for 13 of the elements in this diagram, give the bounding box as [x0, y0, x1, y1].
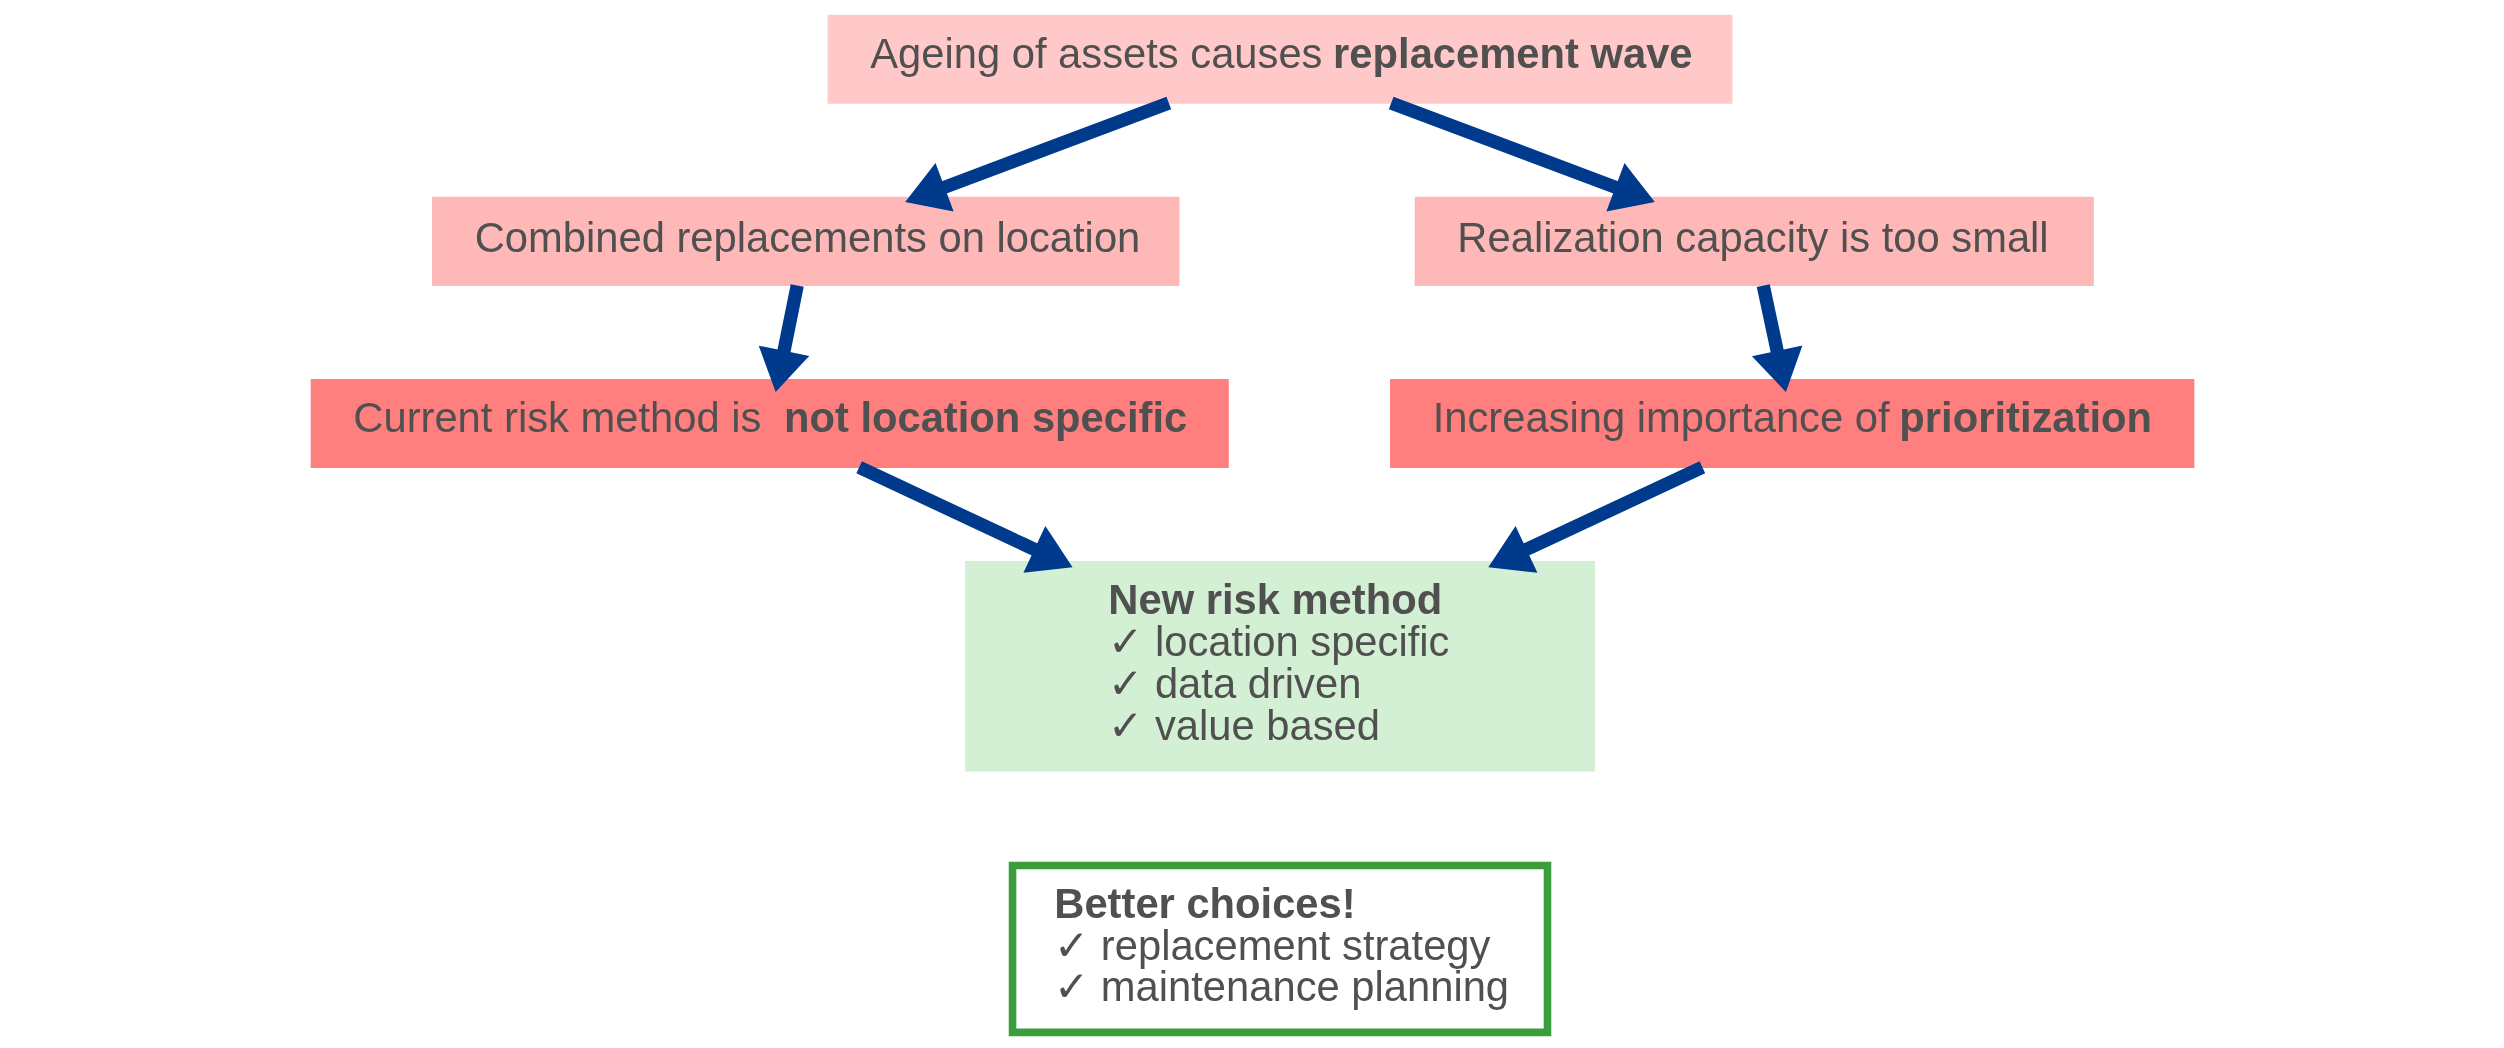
arrow: [1487, 461, 1705, 573]
node-box: New risk method ✓ location specific ✓ data driven ✓ value based: [964, 561, 1595, 772]
node-box: Better choices! ✓ replacement strategy ✓ maintenance planning: [1008, 861, 1551, 1037]
node-box: Current risk method is not location specific: [310, 378, 1229, 469]
arrow: [1751, 284, 1802, 393]
node-box: Realization capacity is too small: [1414, 196, 2094, 286]
node-box: Increasing importance of prioritization: [1389, 378, 2194, 469]
arrow: [904, 96, 1171, 212]
arrow: [758, 284, 809, 393]
node-box: Combined replacements on location: [431, 196, 1179, 286]
arrow: [855, 461, 1072, 573]
arrow: [1388, 96, 1655, 212]
node-box: Ageing of assets causes replacement wave: [827, 14, 1732, 104]
